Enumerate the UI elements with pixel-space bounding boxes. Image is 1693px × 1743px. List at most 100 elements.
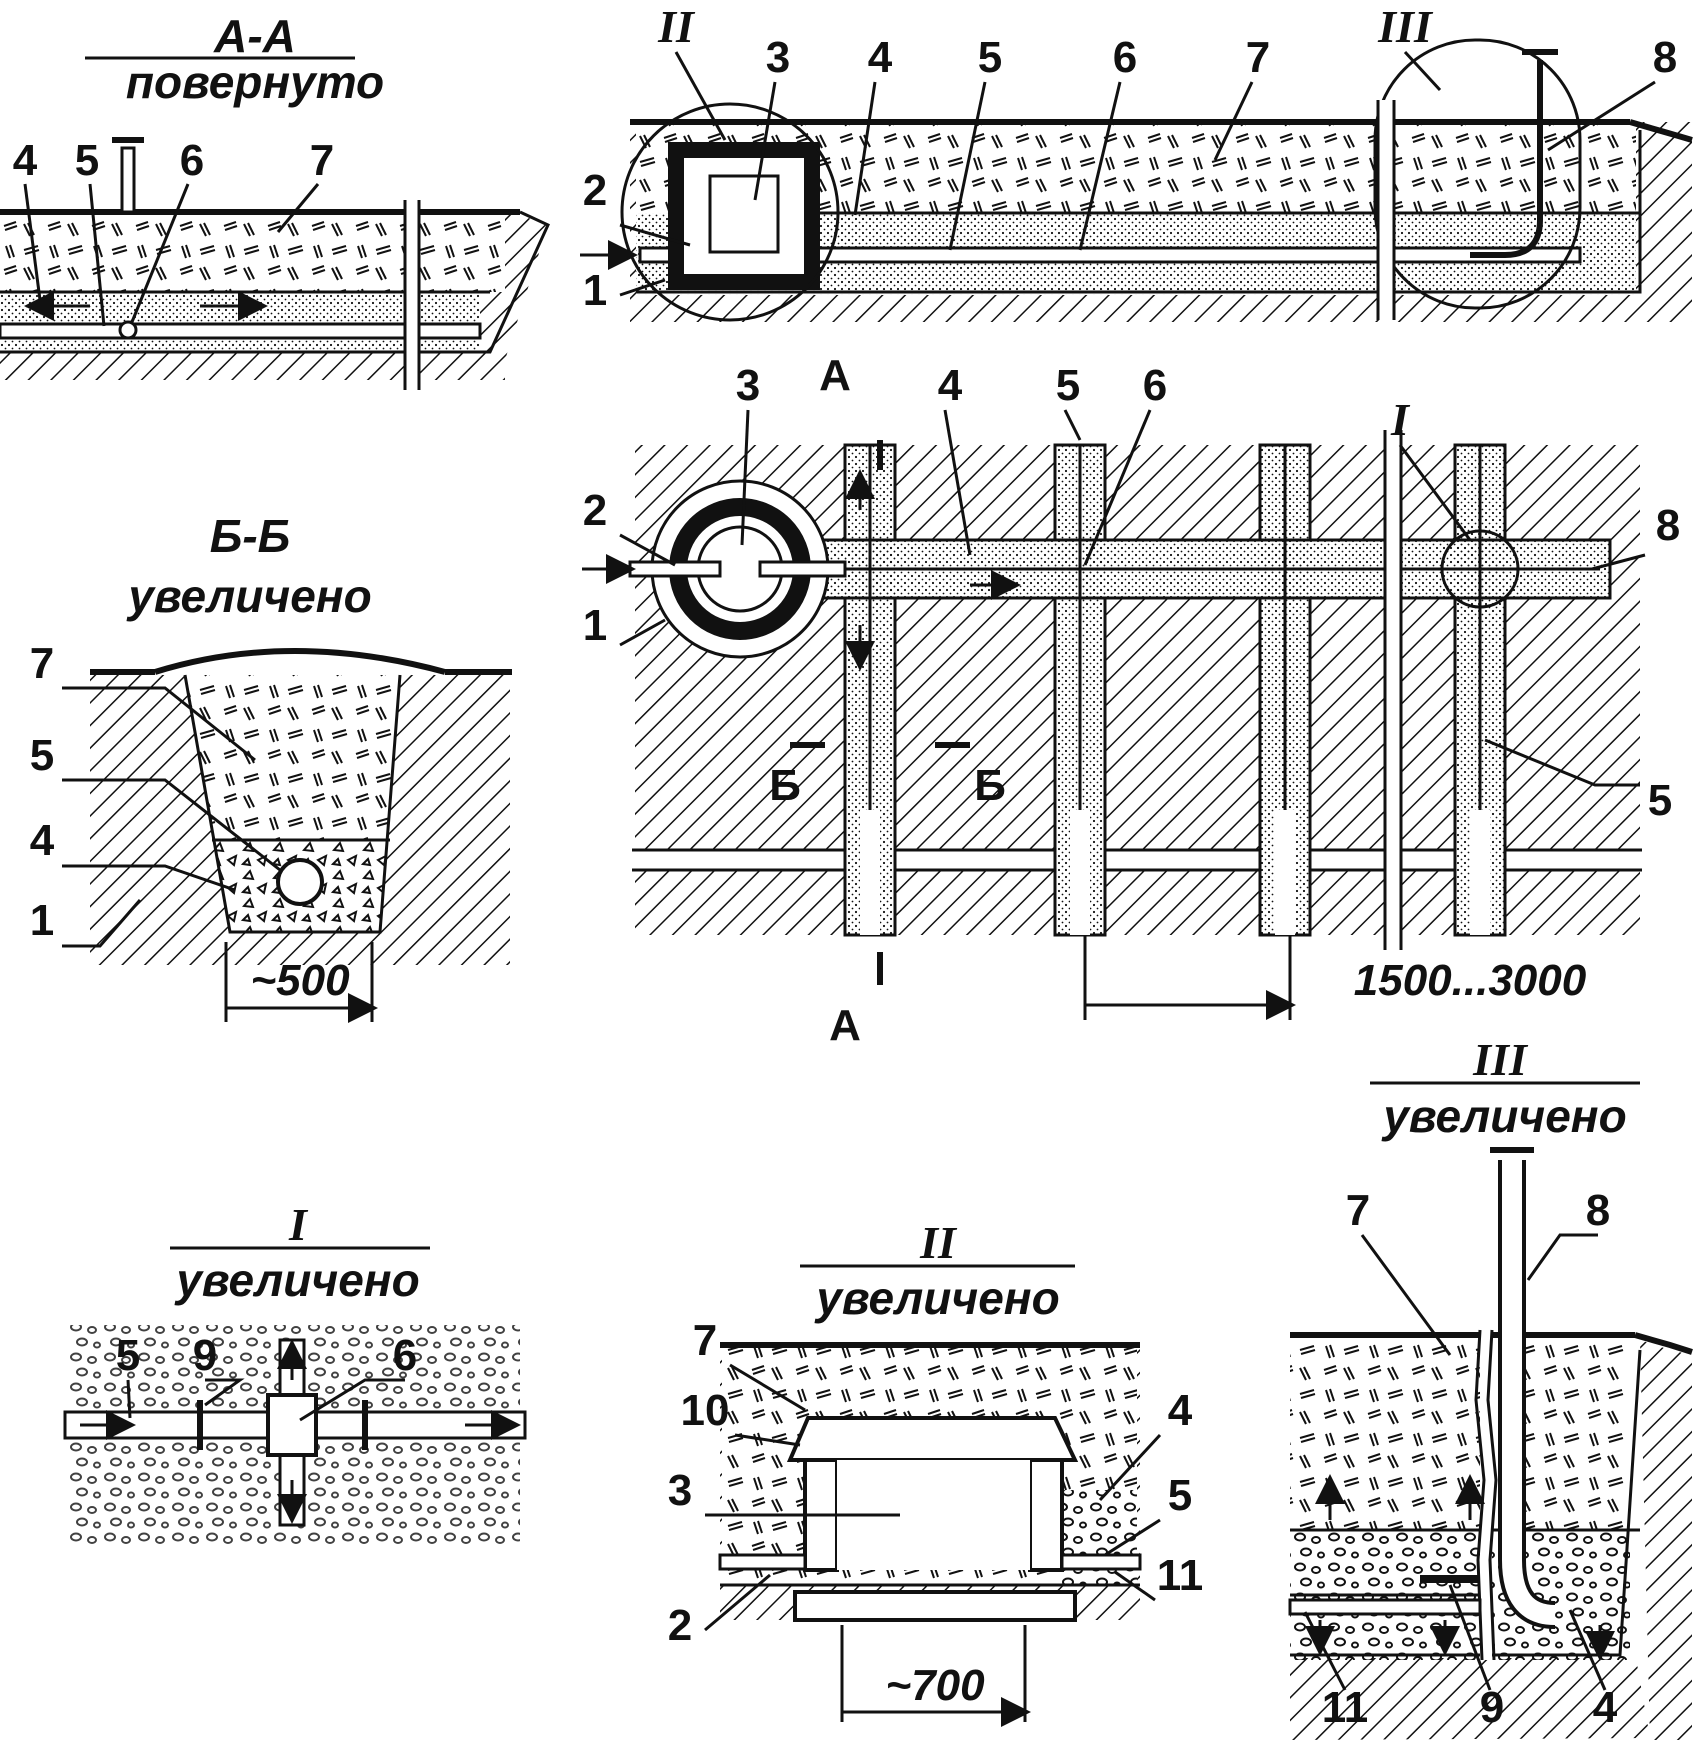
sec-label-4: 4: [868, 33, 893, 82]
d1-label-6: 6: [393, 1331, 417, 1380]
plan-leader-2: [619, 533, 676, 567]
d3-ground-slope: [1634, 1332, 1693, 1355]
bb-trench-outline: [183, 674, 402, 934]
bb-dimension: ~500: [250, 956, 350, 1005]
aa-break-gap: [405, 200, 419, 390]
plan-view: А А Б Б I 3 4 5 6 2 1 8 5 1500...3000: [582, 351, 1680, 1050]
aa-backfill: [0, 212, 505, 292]
sec-leader-3: [753, 81, 777, 201]
d2-label-2: 2: [668, 1601, 692, 1650]
d1-leader-6: [299, 1378, 405, 1422]
aa-trench-edge: [0, 210, 550, 354]
sec-leader-4: [853, 81, 877, 216]
d2-label-11: 11: [1157, 1551, 1204, 1600]
sec-leader-8: [1547, 80, 1656, 152]
detail-1: I увеличено 5 9 6: [63, 1199, 527, 1545]
plan-cut-b-left: Б: [769, 761, 801, 810]
plan-leader-5b: [1484, 738, 1640, 787]
plan-leader-6: [1083, 409, 1152, 566]
aa-label-7: 7: [310, 136, 334, 185]
sec-label-1: 1: [583, 266, 607, 315]
d2-leader-7: [729, 1363, 806, 1412]
plan-label-5: 5: [1056, 361, 1080, 410]
sec-leader-iii: [1403, 50, 1442, 92]
d3-soil-right: [1640, 1340, 1692, 1740]
d2-leader-5: [1104, 1518, 1161, 1557]
bb-subtitle: увеличено: [126, 570, 371, 622]
d2-leader-10: [734, 1433, 801, 1447]
d2-dimension: ~700: [885, 1661, 985, 1710]
d2-lid: [786, 1416, 1079, 1462]
d3-leader-4: [1568, 1609, 1607, 1691]
plan-trench-end-gap-1: [860, 810, 880, 935]
bb-label-1: 1: [30, 896, 54, 945]
detail-3: III увеличено 7 8 11 9 4: [1288, 1034, 1693, 1740]
bb-label-5: 5: [30, 731, 54, 780]
plan-label-5b: 5: [1648, 776, 1672, 825]
plan-callout-i: [1440, 529, 1520, 609]
d2-label-7: 7: [693, 1316, 717, 1365]
d3-trench-edge: [1290, 1349, 1642, 1657]
plan-leader-i: [1398, 444, 1472, 541]
d2-gravel: [1060, 1490, 1137, 1585]
bb-leader-5: [62, 778, 281, 872]
d3-label-8: 8: [1586, 1186, 1610, 1235]
d3-leader-7: [1360, 1234, 1452, 1356]
d3-leader-9: [1448, 1584, 1492, 1691]
sec-label-8: 8: [1653, 33, 1677, 82]
d2-inlet-pipe: [718, 1553, 807, 1571]
bb-mound: [154, 648, 446, 675]
d3-label-7: 7: [1346, 1186, 1370, 1235]
d3-backfill: [1290, 1335, 1630, 1530]
plan-label-1: 1: [583, 601, 607, 650]
bb-leader-4: [62, 864, 236, 892]
sec-callout-ii: [620, 102, 840, 322]
plan-cut-a-bottom: А: [829, 1001, 861, 1050]
d3-leader-11: [1303, 1611, 1347, 1691]
sec-callout-iii-label: III: [1377, 1, 1434, 52]
plan-callout-i-label: I: [1390, 394, 1411, 445]
bb-title: Б-Б: [210, 510, 290, 562]
sec-leader-5: [948, 81, 987, 251]
d1-title: I: [288, 1199, 309, 1250]
plan-label-4: 4: [938, 361, 963, 410]
plan-label-2: 2: [583, 486, 607, 535]
d2-title: II: [919, 1217, 958, 1268]
sec-drain-pipe: [638, 246, 1582, 264]
aa-pipe-joint: [118, 320, 138, 340]
sec-leader-6: [1078, 81, 1122, 251]
d2-label-3: 3: [668, 1466, 692, 1515]
aa-vent-riser: [120, 146, 136, 214]
plan-trench-end-gap-4: [1470, 810, 1490, 935]
plan-label-3: 3: [736, 361, 760, 410]
bb-drain-pipe: [276, 858, 324, 906]
d2-outlet-pipe: [1060, 1553, 1142, 1571]
bb-label-7: 7: [30, 639, 54, 688]
aa-leader-7: [276, 183, 320, 233]
d1-cross-fitting: [266, 1393, 318, 1457]
d2-label-10: 10: [681, 1386, 730, 1435]
aa-leader-4: [23, 183, 42, 301]
aa-label-4: 4: [13, 136, 38, 185]
sec-vent-riser: [1470, 60, 1543, 258]
aa-subtitle: повернуто: [126, 56, 384, 108]
sec-leader-1: [619, 278, 666, 297]
sec-leader-2: [619, 223, 691, 247]
sec-well-interior: [708, 174, 780, 254]
d1-label-5: 5: [116, 1331, 140, 1380]
sec-ground-slope: [1629, 119, 1693, 143]
aa-label-5: 5: [75, 136, 99, 185]
plan-leader-3: [740, 409, 750, 546]
sec-leader-7: [1213, 81, 1254, 161]
d3-label-4: 4: [1593, 1683, 1618, 1732]
bb-leader-7: [62, 686, 256, 762]
sec-label-6: 6: [1113, 33, 1137, 82]
plan-trench-end-gap-2: [1070, 810, 1090, 935]
plan-leader-5: [1063, 409, 1082, 441]
d3-vent-inner: [1502, 1160, 1556, 1625]
bb-backfill: [185, 675, 400, 840]
d1-leader-9: [204, 1378, 245, 1407]
sec-label-2: 2: [583, 166, 607, 215]
d1-subtitle: увеличено: [174, 1254, 419, 1306]
